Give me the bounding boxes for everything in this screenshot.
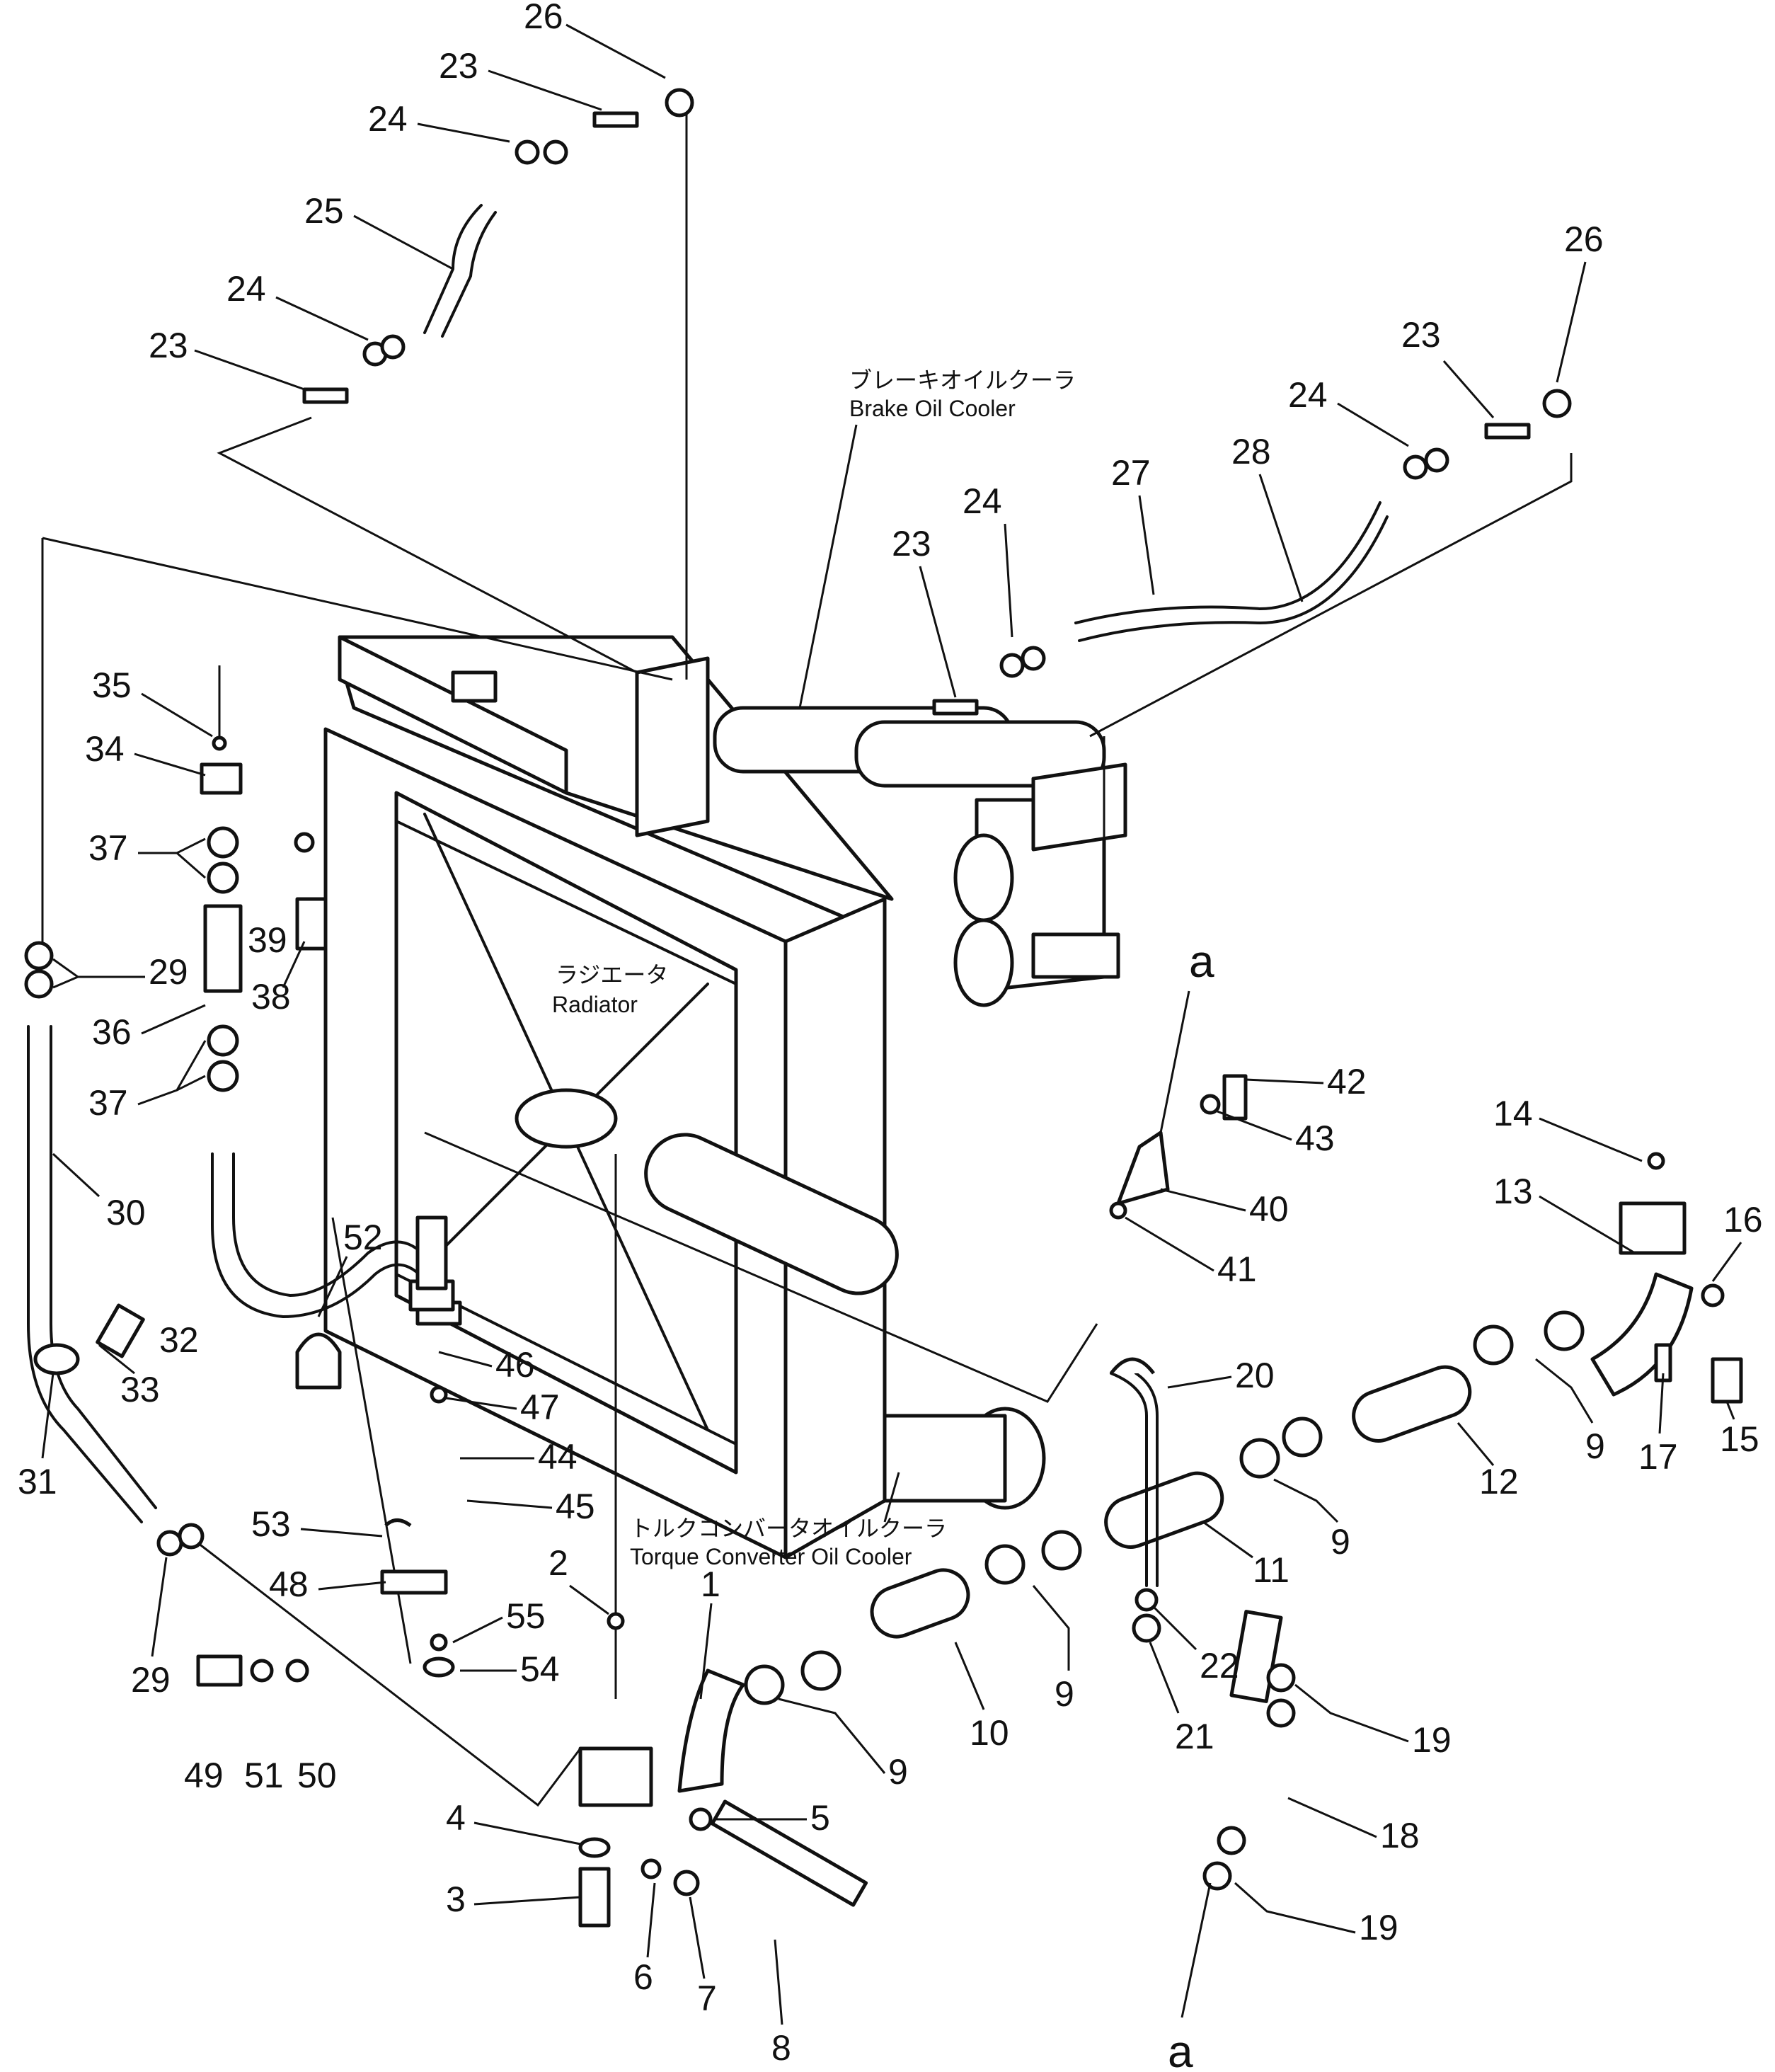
radiator-caption-jp: ラジエータ <box>556 962 668 988</box>
label-26: 26 <box>1564 219 1604 259</box>
label-39: 39 <box>248 920 287 960</box>
label-1: 1 <box>701 1564 720 1604</box>
top-hoses <box>423 204 1389 642</box>
label-52: 52 <box>343 1218 383 1257</box>
label-19: 19 <box>1412 1720 1452 1760</box>
label-3: 3 <box>446 1879 466 1919</box>
label-24: 24 <box>226 269 266 309</box>
label-46: 46 <box>495 1345 535 1385</box>
label-24: 24 <box>1288 375 1328 415</box>
label-26: 26 <box>524 0 563 36</box>
label-20: 20 <box>1235 1356 1275 1395</box>
label-16: 16 <box>1723 1200 1763 1240</box>
label-36: 36 <box>92 1012 132 1052</box>
label-37: 37 <box>88 1083 128 1123</box>
label-22: 22 <box>1200 1646 1239 1685</box>
bottom-right-piping <box>578 1201 1694 1907</box>
label-23: 23 <box>1401 315 1441 355</box>
label-9: 9 <box>888 1752 908 1792</box>
label-25: 25 <box>304 191 344 231</box>
label-19: 19 <box>1359 1908 1398 1947</box>
label-4: 4 <box>446 1798 466 1838</box>
label-10: 10 <box>970 1713 1009 1753</box>
fittings <box>24 88 1743 1928</box>
label-35: 35 <box>92 665 132 705</box>
label-5: 5 <box>810 1798 830 1838</box>
label-9: 9 <box>1055 1674 1074 1714</box>
label-48: 48 <box>269 1564 309 1604</box>
label-49: 49 <box>184 1756 224 1795</box>
part-labels: 26 23 24 25 24 23 26 23 24 28 27 24 23 3… <box>18 0 1763 2068</box>
label-13: 13 <box>1493 1172 1533 1211</box>
label-29: 29 <box>131 1660 171 1700</box>
label-28: 28 <box>1231 432 1271 471</box>
label-41: 41 <box>1217 1249 1257 1289</box>
label-29: 29 <box>149 952 188 992</box>
brake-caption-en: Brake Oil Cooler <box>849 396 1016 421</box>
radiator-assembly <box>323 635 894 1559</box>
torque-caption-en: Torque Converter Oil Cooler <box>630 1544 912 1569</box>
brake-oil-cooler <box>635 656 1127 1007</box>
label-24: 24 <box>368 99 408 139</box>
label-33: 33 <box>120 1370 160 1409</box>
label-24: 24 <box>963 481 1002 521</box>
label-23: 23 <box>439 46 478 86</box>
label-9: 9 <box>1331 1522 1350 1562</box>
label-9: 9 <box>1585 1426 1605 1466</box>
label-44: 44 <box>538 1437 578 1477</box>
label-11: 11 <box>1253 1550 1289 1590</box>
label-40: 40 <box>1249 1189 1289 1229</box>
radiator-caption-en: Radiator <box>552 992 638 1017</box>
label-7: 7 <box>697 1979 717 2018</box>
label-51: 51 <box>244 1756 284 1795</box>
label-18: 18 <box>1380 1816 1420 1855</box>
ref-a-bottom: a <box>1168 2026 1193 2072</box>
label-45: 45 <box>556 1487 595 1526</box>
label-30: 30 <box>106 1193 146 1232</box>
label-8: 8 <box>771 2028 791 2068</box>
label-42: 42 <box>1327 1062 1367 1101</box>
label-34: 34 <box>85 729 125 769</box>
label-2: 2 <box>548 1543 568 1583</box>
label-50: 50 <box>297 1756 337 1795</box>
label-15: 15 <box>1720 1419 1759 1459</box>
torque-converter-oil-cooler <box>644 1133 1046 1510</box>
captions: ブレーキオイルクーラ Brake Oil Cooler ラジエータ Radiat… <box>552 367 1214 2072</box>
label-55: 55 <box>506 1596 546 1636</box>
label-23: 23 <box>892 524 931 563</box>
label-21: 21 <box>1175 1717 1214 1756</box>
label-32: 32 <box>159 1320 199 1360</box>
label-12: 12 <box>1479 1462 1519 1501</box>
label-47: 47 <box>520 1387 560 1427</box>
torque-caption-jp: トルクコンバータオイルクーラ <box>630 1516 947 1541</box>
label-54: 54 <box>520 1649 560 1689</box>
label-37: 37 <box>88 828 128 868</box>
ref-a-top: a <box>1189 936 1214 987</box>
label-43: 43 <box>1295 1118 1335 1158</box>
label-6: 6 <box>633 1957 653 1997</box>
label-23: 23 <box>149 326 188 365</box>
label-14: 14 <box>1493 1094 1533 1133</box>
label-31: 31 <box>18 1462 57 1501</box>
brake-caption-jp: ブレーキオイルクーラ <box>849 367 1076 393</box>
label-17: 17 <box>1638 1437 1678 1477</box>
label-53: 53 <box>251 1504 291 1544</box>
label-27: 27 <box>1111 453 1151 493</box>
